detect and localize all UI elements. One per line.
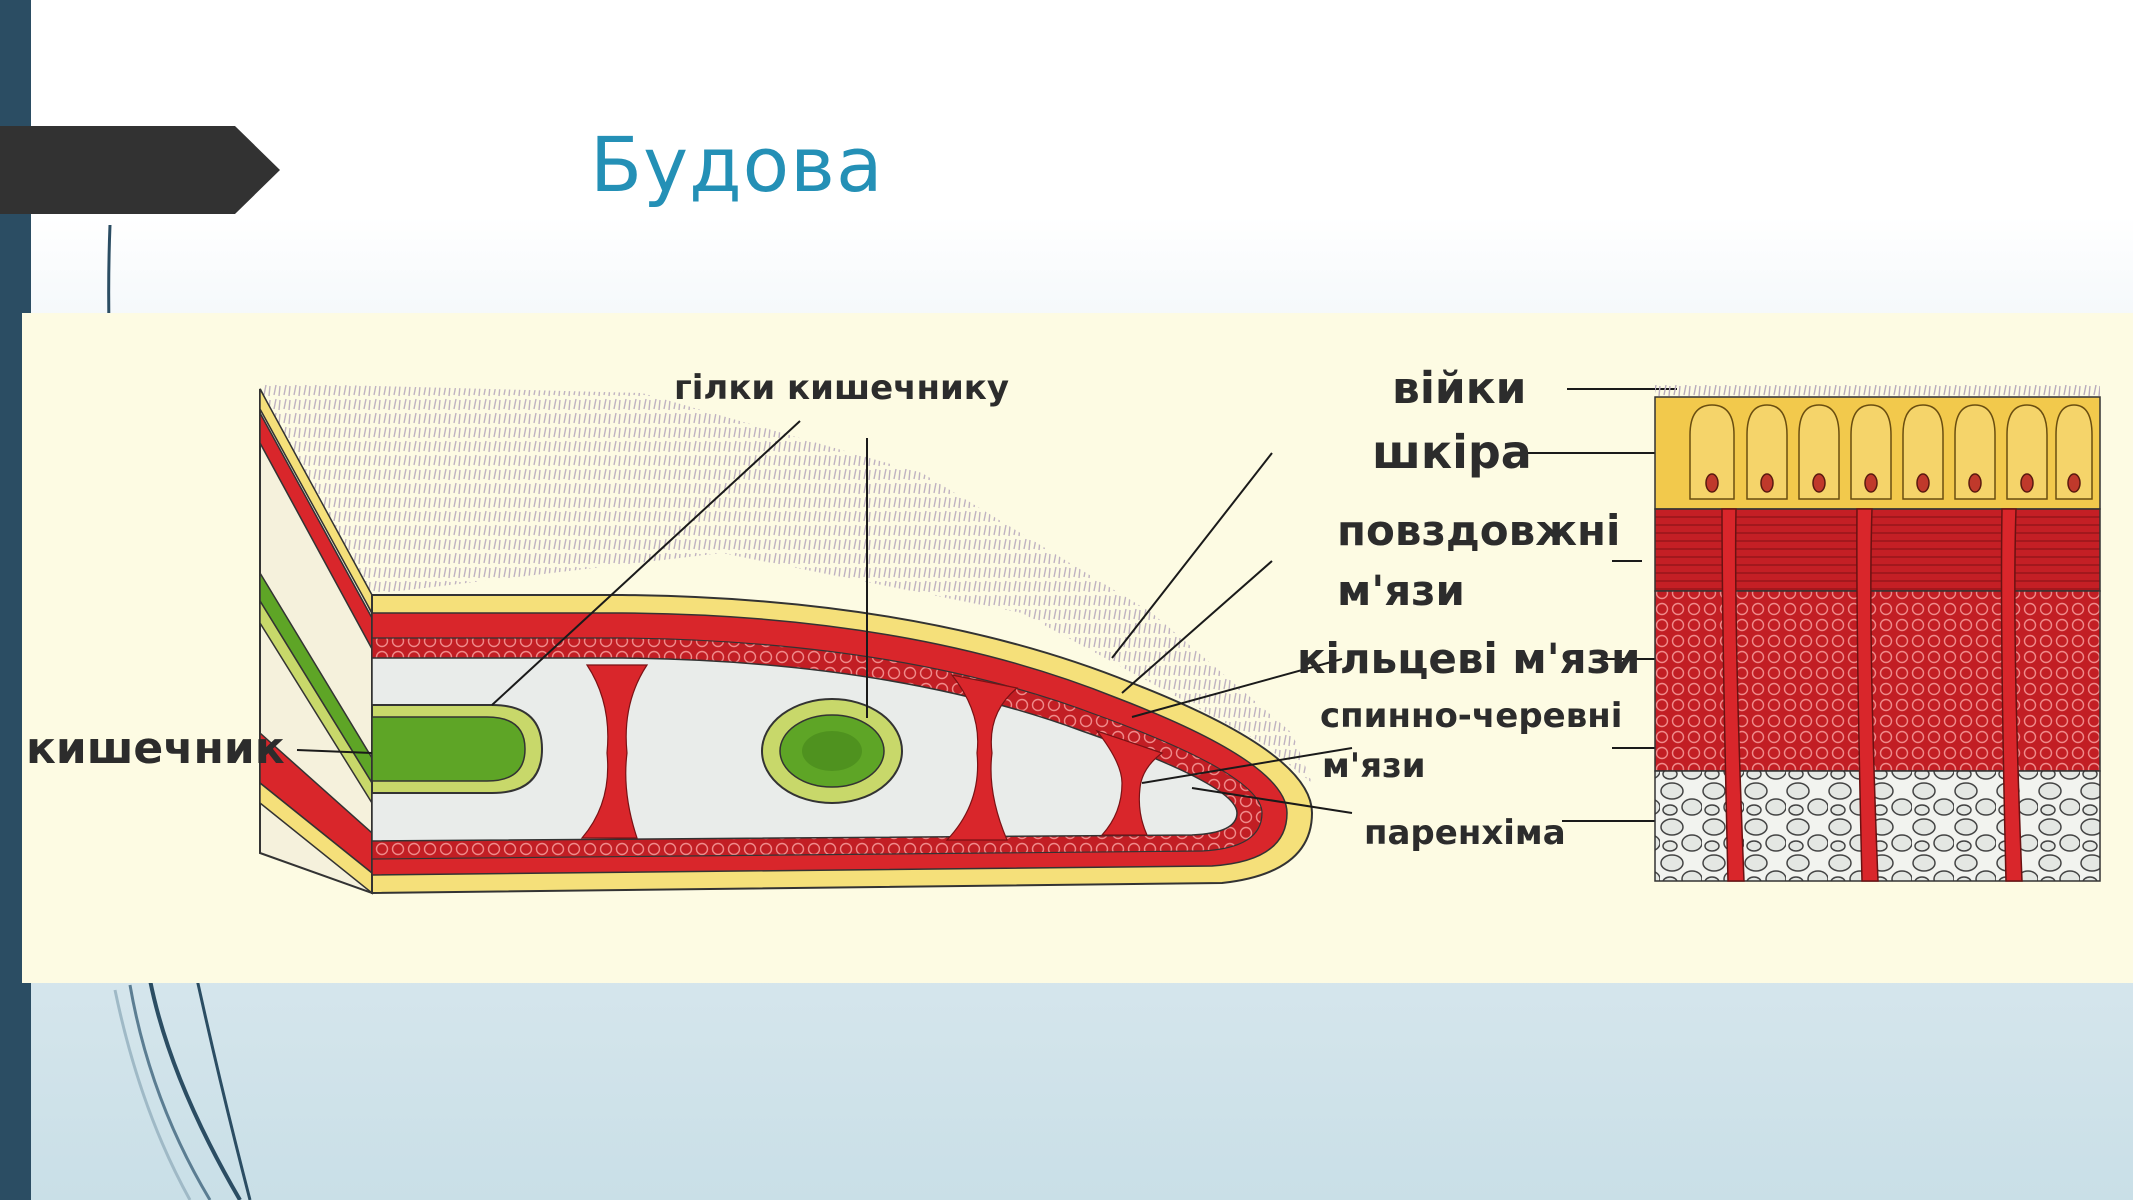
label-parenchyma: паренхіма — [1364, 813, 1566, 853]
label-muscles: м'язи — [1337, 566, 1465, 615]
dorsoventral-muscles — [580, 664, 1164, 841]
label-gut: кишечник — [26, 723, 285, 774]
label-longitudinal: повздовжні — [1337, 506, 1620, 555]
slide-title: Будова — [590, 120, 884, 209]
circular-muscle-layer — [1654, 590, 2101, 772]
cilia-surface — [262, 383, 1312, 783]
title-tab-shape — [0, 126, 280, 214]
figure-drawing: гілки кишечнику кишечник війки шкіра пов… — [26, 363, 2101, 895]
dorsoventral-fibers — [1721, 508, 2023, 882]
label-cilia: війки — [1392, 363, 1526, 414]
label-dorsoventral: спинно-черевні — [1320, 696, 1622, 736]
label-circular-muscles: кільцеві м'язи — [1297, 634, 1640, 683]
tissue-block — [1654, 385, 2101, 882]
label-skin: шкіра — [1372, 425, 1532, 479]
planarian-cross-section-figure: гілки кишечнику кишечник війки шкіра пов… — [22, 313, 2133, 983]
label-muscles-2: м'язи — [1322, 746, 1426, 786]
label-gut-branches: гілки кишечнику — [674, 368, 1009, 408]
